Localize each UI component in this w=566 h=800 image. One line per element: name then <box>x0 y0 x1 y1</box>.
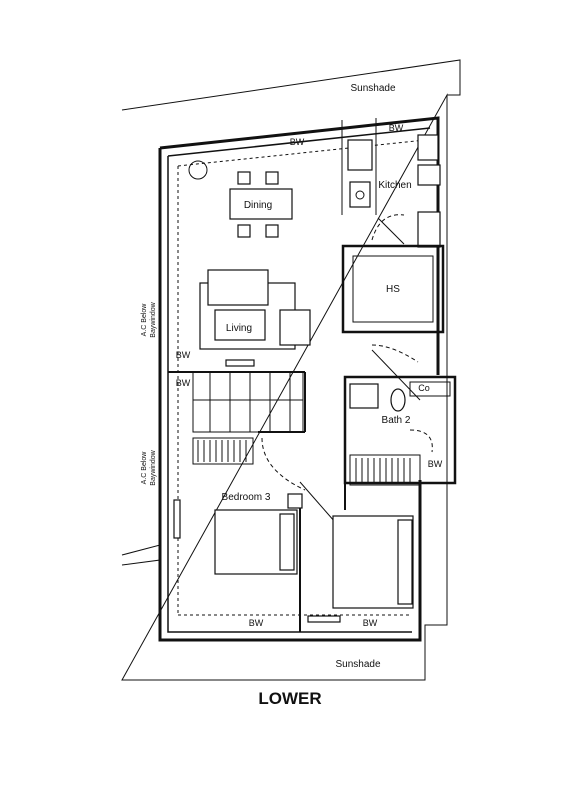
baywindow-line-top <box>177 139 426 167</box>
svg-text:A.C Below: A.C Below <box>141 451 148 485</box>
bw-label: BW <box>176 378 191 388</box>
co-label: Co <box>418 383 430 393</box>
window-bedroom <box>173 499 181 539</box>
ac-below-label-2: A.C Below Baywindow <box>141 449 157 485</box>
interior-walls <box>168 371 346 632</box>
bedroom3-door-swing <box>261 437 306 491</box>
sunshade-outline <box>121 59 461 681</box>
bw-label: BW <box>176 350 191 360</box>
ac-ledge <box>121 544 161 566</box>
bw-label: BW <box>389 123 404 133</box>
svg-text:Baywindow: Baywindow <box>150 301 157 337</box>
bw-label: BW <box>363 618 378 628</box>
hs-label: HS <box>386 284 400 295</box>
dining-table <box>229 171 293 238</box>
column-circle <box>188 160 208 180</box>
ac-below-label-1: A.C Below Baywindow <box>141 301 157 337</box>
svg-text:A.C Below: A.C Below <box>141 303 148 337</box>
bw-label: BW <box>428 459 443 469</box>
window-bottom <box>307 615 341 623</box>
bedroom3-label: Bedroom 3 <box>222 492 271 503</box>
kitchen-counter <box>341 118 441 248</box>
bw-label: BW <box>290 137 305 147</box>
sunshade-top-label: Sunshade <box>350 83 395 94</box>
bath2-door-swing <box>409 429 433 453</box>
living-furniture <box>199 269 311 350</box>
wardrobe-right <box>349 454 421 486</box>
wardrobe-left <box>192 437 254 465</box>
living-label: Living <box>226 323 252 334</box>
exterior-wall <box>158 116 440 642</box>
bed-right <box>332 515 414 609</box>
bath2-label: Bath 2 <box>382 415 411 426</box>
bw-label: BW <box>249 618 264 628</box>
kitchen-door-swing <box>371 214 405 241</box>
bath2-room <box>343 375 457 485</box>
window-living <box>225 359 255 367</box>
floor-title: LOWER <box>258 689 321 708</box>
hs-room <box>341 244 445 334</box>
exterior-wall-inner <box>167 127 431 633</box>
living-door-swing <box>371 344 419 363</box>
svg-text:Baywindow: Baywindow <box>150 449 157 485</box>
sunshade-bottom-label: Sunshade <box>335 659 380 670</box>
dining-label: Dining <box>244 200 272 211</box>
bed-left <box>214 493 303 575</box>
staircase <box>192 371 304 433</box>
kitchen-label: Kitchen <box>378 180 411 191</box>
